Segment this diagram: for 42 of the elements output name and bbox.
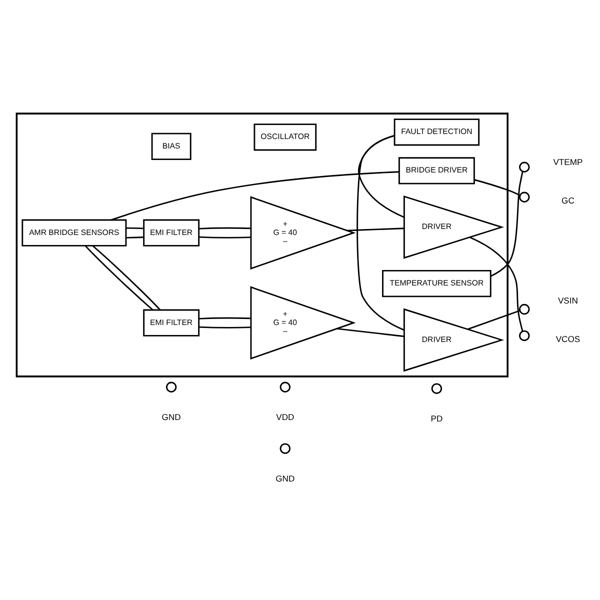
connector	[84, 245, 154, 310]
connector	[358, 135, 404, 218]
connector	[490, 172, 524, 277]
connector	[198, 227, 251, 230]
connector	[346, 228, 404, 232]
node-box: EMI FILTER	[143, 219, 200, 246]
connector	[126, 236, 144, 238]
cluster	[16, 112, 508, 378]
connector	[474, 179, 520, 196]
node-box: BRIDGE DRIVER	[398, 157, 475, 184]
node-circle	[519, 162, 530, 172]
connector	[469, 236, 524, 332]
node-circle	[431, 383, 442, 394]
connector	[356, 135, 404, 331]
node-box: TEMPERATURE SENSOR	[382, 270, 492, 298]
node-circle	[280, 443, 291, 454]
connector	[126, 227, 144, 230]
node-label: VTEMP	[553, 157, 583, 168]
node-label: GND	[276, 474, 295, 484]
node-box: EMI FILTER	[143, 309, 200, 336]
node-circle	[519, 304, 530, 315]
node-box: FAULT DETECTION	[394, 118, 480, 146]
node-box: OSCILLATOR	[254, 124, 317, 151]
node-circle	[519, 192, 530, 202]
connector	[468, 310, 520, 330]
node-label: GC	[562, 196, 574, 206]
connector	[110, 171, 400, 221]
node-box: BIAS	[151, 132, 192, 160]
connector	[198, 236, 251, 238]
connector	[336, 328, 404, 338]
node-circle	[166, 382, 177, 392]
node-box: AMR BRIDGE SENSORS	[22, 219, 127, 246]
node-label: VCOS	[556, 334, 580, 344]
node-circle	[280, 382, 291, 392]
node-label: GND	[162, 412, 181, 422]
node-circle	[519, 330, 530, 342]
node-label: PD	[430, 414, 443, 424]
connector	[92, 245, 161, 310]
connector	[198, 317, 251, 320]
node-label: VSIN	[558, 296, 578, 306]
connector	[198, 326, 251, 328]
node-label: VDD	[276, 412, 294, 422]
